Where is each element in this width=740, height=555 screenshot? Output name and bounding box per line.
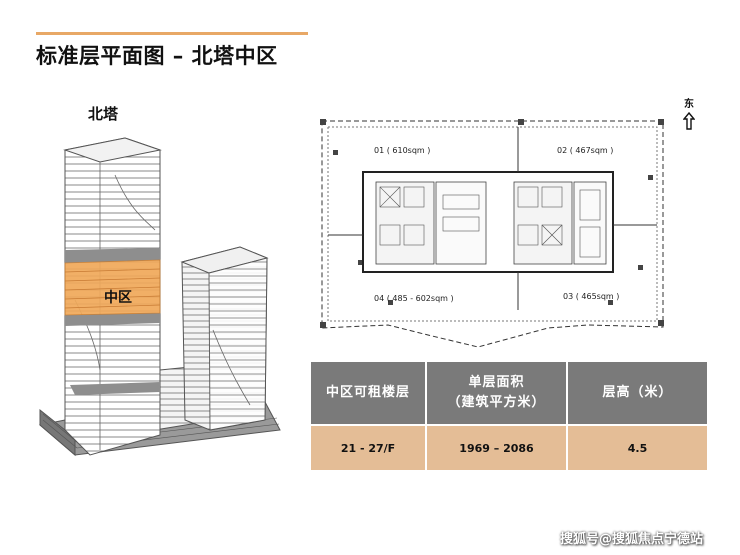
- page-title: 标准层平面图 – 北塔中区: [36, 44, 278, 68]
- unit-01-label: 01 ( 610sqm ): [374, 146, 431, 155]
- cell-area: 1969 – 2086: [426, 424, 568, 470]
- cell-floors: 21 - 27/F: [311, 424, 427, 470]
- cell-height: 4.5: [567, 424, 707, 470]
- compass: 东: [678, 95, 700, 130]
- leasing-info-table: 中区可租楼层 单层面积 （建筑平方米） 层高（米） 21 - 27/F 1969…: [311, 362, 707, 470]
- arrow-up-icon: [683, 112, 695, 130]
- unit-04-label: 04 ( 485 - 602sqm ): [374, 294, 454, 303]
- header-leasable-floors: 中区可租楼层: [311, 362, 427, 425]
- unit-02-label: 02 ( 467sqm ): [557, 146, 614, 155]
- tower-illustration: [38, 137, 281, 457]
- table-row: 21 - 27/F 1969 – 2086 4.5: [311, 424, 707, 470]
- mid-zone-highlight: [64, 259, 161, 316]
- compass-label: 东: [684, 99, 694, 110]
- zone-label: 中区: [104, 290, 132, 306]
- header-floor-area: 单层面积 （建筑平方米）: [426, 362, 568, 425]
- title-accent-bar: [36, 32, 308, 35]
- floor-plan: [320, 119, 664, 348]
- tower-label: 北塔: [88, 105, 119, 123]
- watermark: 搜狐号@搜狐焦点宁德站: [560, 532, 704, 547]
- unit-03-label: 03 ( 465sqm ): [563, 292, 620, 301]
- header-floor-height: 层高（米）: [567, 362, 707, 425]
- table-header-row: 中区可租楼层 单层面积 （建筑平方米） 层高（米）: [311, 362, 707, 425]
